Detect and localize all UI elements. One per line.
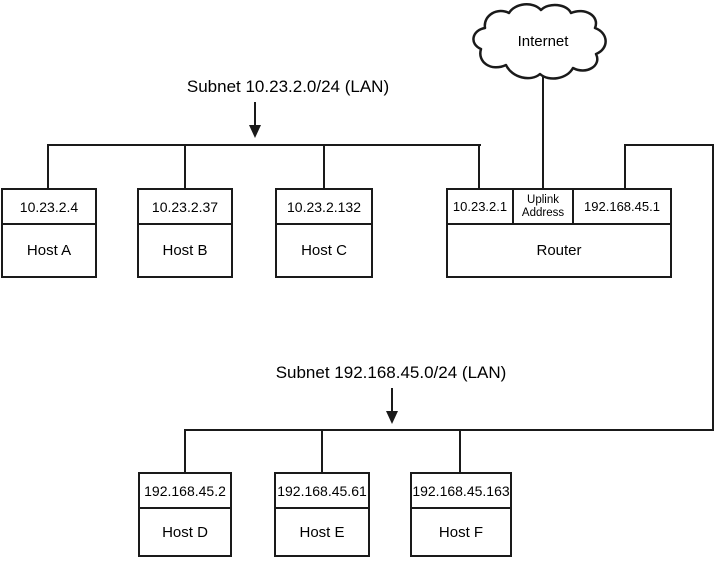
host-c-ip: 10.23.2.132: [277, 190, 371, 225]
router-name: Router: [536, 242, 582, 259]
host-c-node: 10.23.2.132 Host C: [275, 188, 373, 278]
host-d-link-line: [184, 429, 186, 472]
host-d-node: 192.168.45.2 Host D: [138, 472, 232, 557]
router-uplink-address: Uplink Address: [512, 190, 574, 223]
router-lan2-link-line: [624, 144, 626, 188]
subnet2-label: Subnet 192.168.45.0/24 (LAN): [275, 363, 507, 382]
host-c-link-line: [323, 144, 325, 188]
subnet1-down-arrow-icon: [249, 125, 261, 138]
host-a-node: 10.23.2.4 Host A: [1, 188, 97, 278]
host-a-ip: 10.23.2.4: [3, 190, 95, 225]
host-e-link-line: [321, 429, 323, 472]
host-f-node: 192.168.45.163 Host F: [410, 472, 512, 557]
subnet2-feed-line: [712, 144, 714, 431]
subnet2-arrow-shaft: [391, 388, 393, 413]
router-lan1-link-line: [478, 144, 480, 188]
host-e-ip: 192.168.45.61: [276, 474, 368, 509]
router-uplink-line2: Address: [521, 206, 565, 219]
router-lan2-ip: 192.168.45.1: [584, 199, 660, 214]
host-e-name: Host E: [299, 523, 345, 541]
host-f-ip: 192.168.45.163: [412, 474, 510, 509]
router-lan1-ip: 10.23.2.1: [452, 199, 508, 214]
host-d-ip: 192.168.45.2: [140, 474, 230, 509]
router-uplink-line1: Uplink: [527, 194, 559, 206]
subnet2-bus-line: [184, 429, 714, 431]
internet-cloud-icon: [472, 3, 607, 80]
internet-uplink-line: [542, 70, 544, 188]
host-f-link-line: [459, 429, 461, 472]
host-c-name: Host C: [301, 242, 347, 259]
internet-label: Internet: [517, 33, 569, 50]
router-lan2-horizontal-line: [624, 144, 714, 146]
host-b-link-line: [184, 144, 186, 188]
host-b-node: 10.23.2.37 Host B: [137, 188, 233, 278]
host-e-node: 192.168.45.61 Host E: [274, 472, 370, 557]
subnet1-label: Subnet 10.23.2.0/24 (LAN): [186, 77, 390, 96]
subnet1-bus-line: [47, 144, 481, 146]
host-b-ip: 10.23.2.37: [139, 190, 231, 225]
router-interfaces-row: 10.23.2.1 Uplink Address 192.168.45.1: [448, 190, 670, 225]
host-d-name: Host D: [162, 523, 208, 541]
host-a-name: Host A: [26, 242, 72, 259]
host-f-name: Host F: [438, 523, 484, 541]
host-b-name: Host B: [162, 242, 208, 259]
subnet2-down-arrow-icon: [386, 411, 398, 424]
router-node: 10.23.2.1 Uplink Address 192.168.45.1 Ro…: [446, 188, 672, 278]
subnet1-arrow-shaft: [254, 102, 256, 127]
host-a-link-line: [47, 144, 49, 188]
